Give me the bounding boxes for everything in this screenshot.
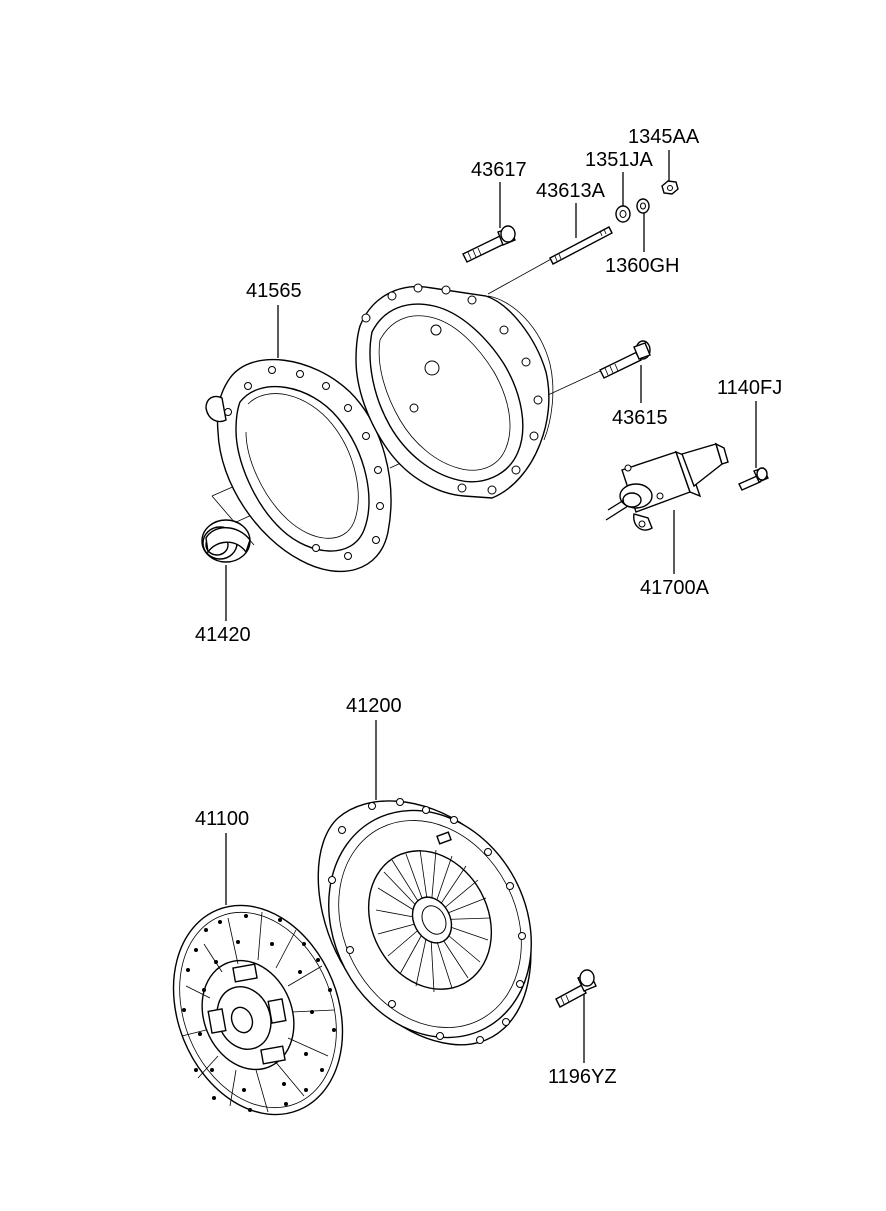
label-1360GH: 1360GH	[605, 255, 680, 277]
clutch-cover-41200	[317, 798, 532, 1046]
bolt-43617	[462, 225, 516, 263]
label-41565: 41565	[246, 280, 302, 302]
stud-43613A	[549, 226, 613, 265]
label-43617: 43617	[471, 159, 527, 181]
bell-housing	[355, 283, 554, 499]
label-1140FJ: 1140FJ	[717, 377, 782, 399]
label-1351JA: 1351JA	[585, 149, 653, 171]
nut-1345AA	[661, 180, 679, 195]
bolt-43615	[599, 340, 651, 379]
washer-1351JA	[615, 205, 631, 223]
washer-1360GH	[636, 198, 650, 214]
label-1196YZ: 1196YZ	[548, 1066, 617, 1088]
adapter-plate-41565	[205, 358, 392, 573]
label-41100: 41100	[195, 808, 249, 830]
bolt-1196YZ	[555, 969, 597, 1008]
label-41200: 41200	[346, 695, 402, 717]
label-43613A: 43613A	[536, 180, 606, 202]
leader-lines	[225, 150, 757, 1063]
bolt-1140FJ	[738, 467, 769, 491]
slave-cylinder-41700A	[605, 442, 729, 531]
release-bearing-41420	[201, 519, 251, 563]
label-43615: 43615	[612, 407, 668, 429]
label-41700A: 41700A	[640, 577, 710, 599]
label-41420: 41420	[195, 624, 251, 646]
clutch-disc-41100	[172, 904, 344, 1116]
label-1345AA: 1345AA	[628, 126, 700, 148]
